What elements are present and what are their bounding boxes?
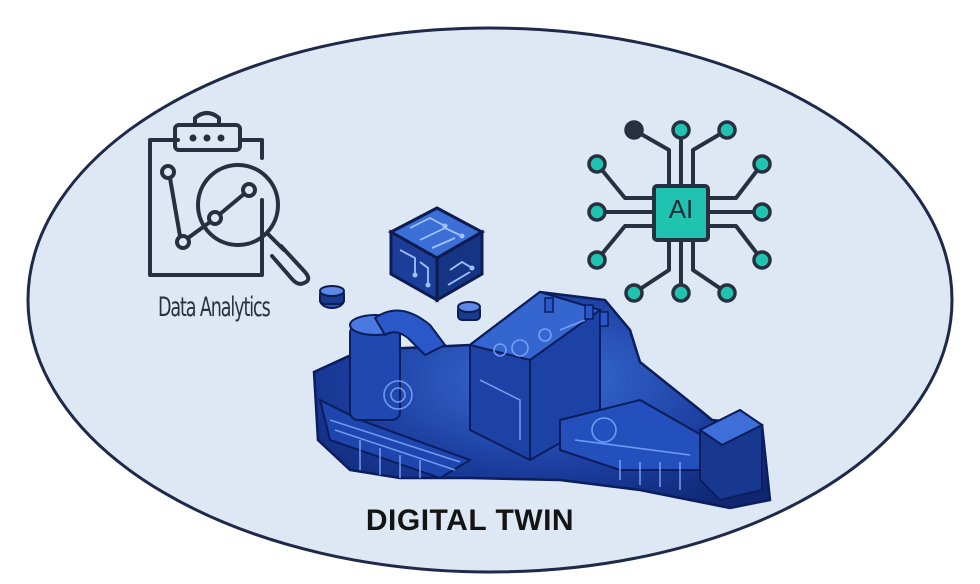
data-analytics-label: Data Analytics	[158, 292, 271, 323]
ai-chip-label: AI	[668, 194, 694, 224]
sensor-left-icon	[319, 285, 345, 309]
digital-twin-machine-icon	[312, 290, 772, 510]
analytics-icon	[148, 111, 311, 286]
sensor-right-icon	[457, 301, 481, 321]
digital-twin-label: DIGITAL TWIN	[365, 504, 575, 537]
circuit-cube-icon	[387, 206, 486, 303]
ai-chip-icon	[587, 120, 772, 303]
